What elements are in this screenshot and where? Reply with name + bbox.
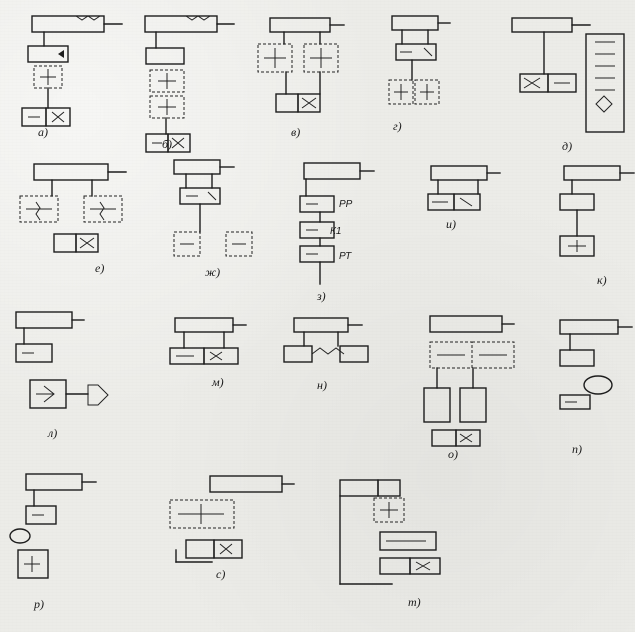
panel-label-k: к) <box>597 273 607 287</box>
panel-label-r: р) <box>34 597 44 611</box>
circuit-zh <box>173 159 253 257</box>
circuit-b <box>144 15 235 153</box>
panel-label-zh: ж) <box>205 265 221 279</box>
circuit-v <box>257 17 345 113</box>
circuit-g <box>388 15 451 105</box>
panel-label-v: в) <box>291 125 301 139</box>
panel-label-d: д) <box>562 139 573 153</box>
tag-rt: РТ <box>339 251 352 262</box>
panel-label-a: а) <box>38 125 48 139</box>
circuit-m <box>169 317 247 365</box>
circuit-e <box>19 163 127 253</box>
panel-label-b: б) <box>162 137 173 151</box>
panel-label-s: с) <box>216 567 226 581</box>
circuit-o <box>423 315 515 447</box>
circuit-l <box>15 311 109 409</box>
panel-label-l: л) <box>48 426 58 440</box>
panel-label-o: о) <box>448 447 458 461</box>
circuit-k <box>559 165 635 257</box>
circuit-i <box>427 165 501 211</box>
panel-label-e: е) <box>95 261 105 275</box>
panel-label-n: н) <box>317 378 327 392</box>
panel-label-i: и) <box>446 217 456 231</box>
circuit-a <box>21 15 123 127</box>
panel-label-p: п) <box>572 442 582 456</box>
tag-k1: К1 <box>330 226 342 237</box>
circuit-s <box>169 475 295 563</box>
tag-rr: РР <box>339 199 353 210</box>
circuit-z <box>299 162 375 285</box>
panel-label-t: т) <box>408 595 421 609</box>
circuit-d <box>511 17 625 133</box>
circuit-r <box>9 473 97 579</box>
panel-label-g: г) <box>393 119 402 133</box>
circuit-t <box>339 479 441 585</box>
panel-label-m: м) <box>212 375 224 389</box>
panel-label-z: з) <box>317 289 326 303</box>
circuit-p <box>559 319 633 410</box>
circuit-n <box>283 317 369 363</box>
